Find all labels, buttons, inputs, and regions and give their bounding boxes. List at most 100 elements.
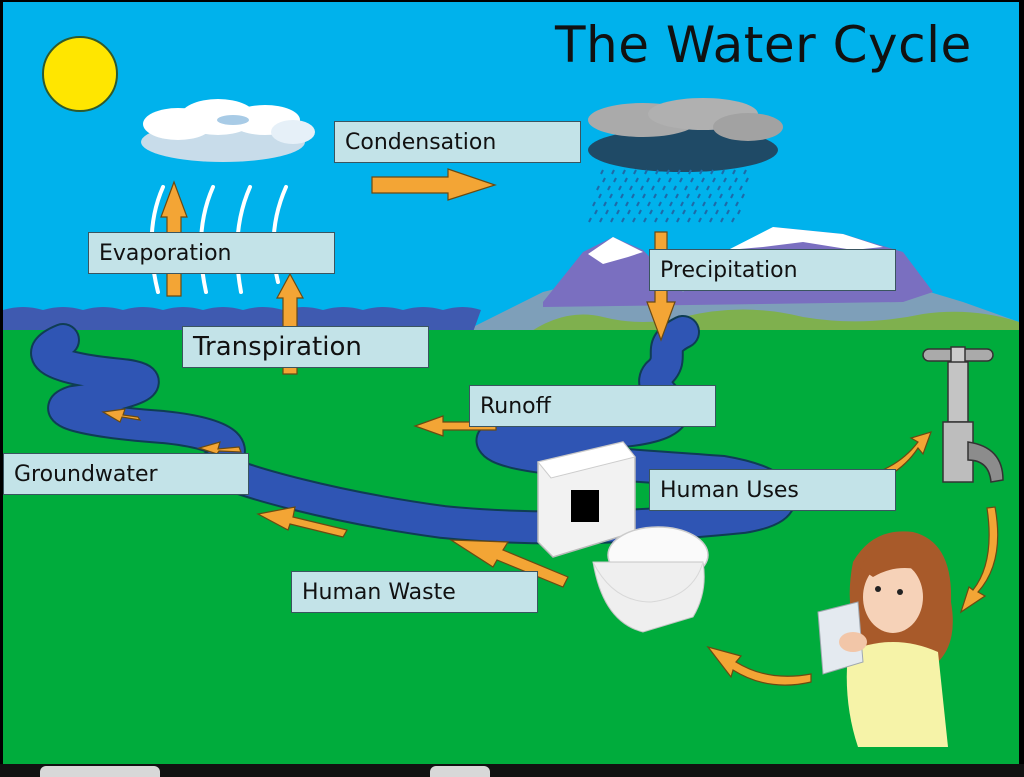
human-waste-arrow [448,539,569,588]
rain-drop [602,177,606,183]
rain-drop [723,177,727,183]
rain-drop [614,201,618,207]
faucet-icon [922,346,1004,483]
rain-drop [726,209,730,215]
rain-drop [610,217,614,223]
rain-drop [690,177,694,183]
rain-drop [609,193,613,199]
faucet-to-girl-arrow [959,506,999,614]
rain-drop [699,169,703,175]
rain-drop [673,185,677,191]
rain-drop [640,185,644,191]
rain-drop [625,201,629,207]
rain-drop [660,209,664,215]
toilet-icon [537,441,709,633]
rain-drop [607,185,611,191]
rain-drop [710,169,714,175]
rain-drop [616,209,620,215]
rain-drop [598,193,602,199]
rain-drops [588,169,749,223]
rain-drop [745,177,749,183]
rain-drop [680,201,684,207]
rain-drop [664,193,668,199]
rain-drop [654,217,658,223]
rain-drop [611,169,615,175]
rain-drop [701,177,705,183]
rain-drop [613,177,617,183]
rain-drop [702,201,706,207]
rain-drop [677,169,681,175]
rain-drop [657,177,661,183]
condensation-arrow [371,168,497,201]
rain-drop [603,201,607,207]
rain-drop [592,201,596,207]
rain-drop [728,185,732,191]
rain-drop [693,209,697,215]
label-transpiration: Transpiration [182,326,429,368]
rain-drop [731,217,735,223]
rain-drop [679,177,683,183]
girl-drinking-icon [817,531,953,747]
rain-drop [688,169,692,175]
label-condensation: Condensation [334,121,581,163]
lake [3,307,481,332]
bottom-strip [0,764,1024,777]
rain-drop [594,209,598,215]
rain-drop [629,185,633,191]
rain-drop [622,169,626,175]
rain-drop [599,217,603,223]
rain-drop [691,201,695,207]
rain-drop [669,201,673,207]
rain-drop [588,217,592,223]
label-evaporation: Evaporation [88,232,335,274]
rain-drop [708,193,712,199]
label-human-uses: Human Uses [649,469,896,511]
groundwater-arrow-1 [101,408,142,423]
rain-drop [687,217,691,223]
rain-drop [706,185,710,191]
rain-drop [618,185,622,191]
rain-drop [600,169,604,175]
rain-drop [724,201,728,207]
rain-drop [671,209,675,215]
rain-drop [605,209,609,215]
rain-drop [676,217,680,223]
rain-drop [651,185,655,191]
label-human-waste: Human Waste [291,571,538,613]
rain-drop [735,201,739,207]
rain-drop [596,185,600,191]
rain-drop [712,177,716,183]
label-runoff: Runoff [469,385,716,427]
rain-drop [684,185,688,191]
rain-drop [741,193,745,199]
rain-drop [649,209,653,215]
girl-to-toilet-arrow [706,645,812,686]
runoff-arrow [413,415,497,437]
rain-drop [721,169,725,175]
rain-drop [719,193,723,199]
diagram-title: The Water Cycle [555,16,972,74]
groundwater-arrow-2 [196,441,242,455]
rain-drop [643,217,647,223]
rain-drop [620,193,624,199]
rain-drop [709,217,713,223]
rain-drop [686,193,690,199]
sun-icon [42,36,118,112]
rain-drop [737,209,741,215]
rain-drop [695,185,699,191]
rain-drop [717,185,721,191]
rain-drop [739,185,743,191]
rain-drop [734,177,738,183]
diagram-scene [3,2,1019,764]
rain-drop [715,209,719,215]
rain-drop [642,193,646,199]
rain-drop [666,169,670,175]
rain-drop [646,177,650,183]
rain-drop [638,209,642,215]
label-groundwater: Groundwater [3,453,249,495]
label-precipitation: Precipitation [649,249,896,291]
river-arrow [256,506,348,538]
rain-drop [653,193,657,199]
rain-drop [675,193,679,199]
white-cloud-icon [141,99,315,162]
